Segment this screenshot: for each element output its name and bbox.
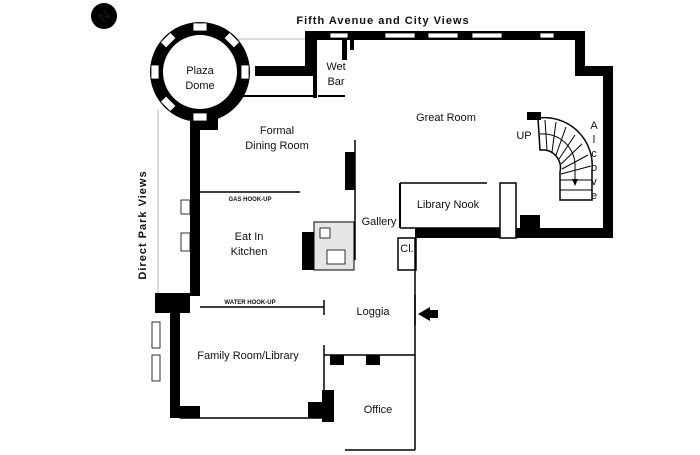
wet-bar-label-2: Bar [327,76,344,88]
formal-dining-label-2: Dining Room [245,140,309,152]
walls [151,31,613,451]
top-view-label: Fifth Avenue and City Views [296,15,469,27]
gas-hookup-label: GAS HOOK-UP [228,197,271,203]
alcove-letter-4: o [591,162,597,174]
formal-dining-label-1: Formal [260,125,294,137]
left-view-label: Direct Park Views [137,170,149,279]
gallery-label: Gallery [362,216,397,228]
alcove-letter-6: e [591,190,597,202]
great-room-label: Great Room [416,112,476,124]
office-label: Office [364,404,393,416]
wet-bar-label-1: Wet [326,61,345,73]
library-nook-label: Library Nook [417,199,480,211]
alcove-letter-5: v [591,176,597,188]
plaza-dome-tower [150,22,250,122]
loggia-label: Loggia [356,306,390,318]
spiral-staircase [527,112,593,201]
plaza-dome-label-2: Dome [185,80,214,92]
kitchen-label-1: Eat In [235,231,264,243]
plaza-dome-label-1: Plaza [186,65,214,77]
alcove-letter-1: A [590,120,598,132]
stair-up-label: UP [516,130,531,142]
water-hookup-label: WATER HOOK-UP [224,300,275,306]
kitchen-label-2: Kitchen [231,246,268,258]
compass-icon: N [91,3,117,29]
alcove-letter-2: l [593,134,595,146]
closet-label: Cl. [400,243,413,255]
alcove-letter-3: c [591,148,597,160]
family-room-label: Family Room/Library [197,350,299,362]
